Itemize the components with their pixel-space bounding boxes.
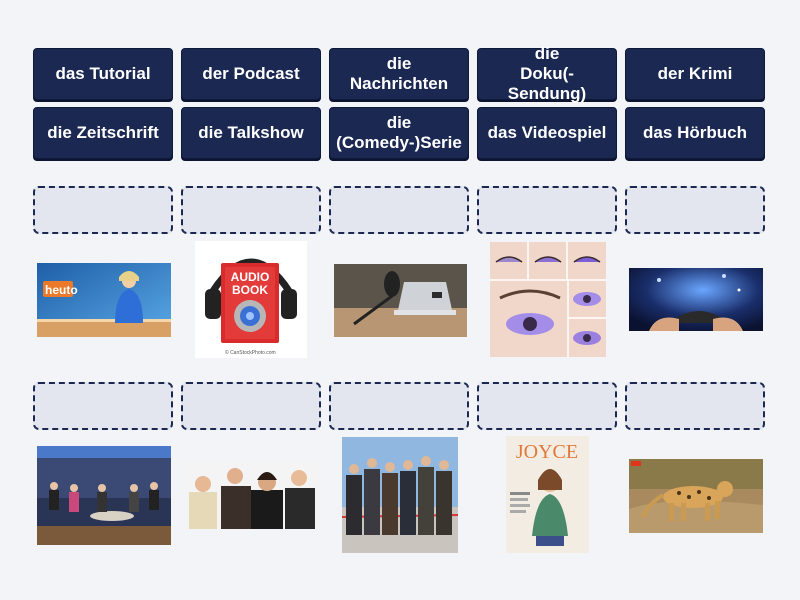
tile-die-zeitschrift[interactable]: die Zeitschrift xyxy=(33,107,173,159)
tile-die-talkshow[interactable]: die Talkshow xyxy=(181,107,321,159)
drop-slot-5[interactable] xyxy=(625,186,765,234)
tile-das-tutorial[interactable]: das Tutorial xyxy=(33,48,173,100)
audiobook-title-2: BOOK xyxy=(232,283,268,297)
drop-slot-6[interactable] xyxy=(33,382,173,430)
podcast-microphone-image xyxy=(334,264,467,337)
tile-label: der Podcast xyxy=(202,64,300,83)
drop-slot-1[interactable] xyxy=(33,186,173,234)
drop-slot-9[interactable] xyxy=(477,382,617,430)
tile-label: die Zeitschrift xyxy=(47,123,159,142)
videogame-controller-image xyxy=(629,268,763,331)
tile-label: das Videospiel xyxy=(487,123,607,142)
comedy-series-cast-image xyxy=(185,462,319,529)
tile-das-videospiel[interactable]: das Videospiel xyxy=(477,107,617,159)
documentary-leopard-image xyxy=(629,459,763,533)
drop-slot-10[interactable] xyxy=(625,382,765,430)
crime-investigators-image xyxy=(342,437,458,553)
audiobook-image: AUDIO BOOK © CanStockPhoto.com xyxy=(195,241,307,358)
tile-die-doku-sendung[interactable]: die Doku(-Sendung) xyxy=(477,44,617,103)
audiobook-credit: © CanStockPhoto.com xyxy=(225,349,276,356)
tile-das-hoerbuch[interactable]: das Hörbuch xyxy=(625,107,765,159)
drop-slot-4[interactable] xyxy=(477,186,617,234)
tile-label: die Nachrichten xyxy=(349,54,449,93)
tile-der-krimi[interactable]: der Krimi xyxy=(625,48,765,100)
drop-slot-2[interactable] xyxy=(181,186,321,234)
drop-slot-8[interactable] xyxy=(329,382,469,430)
news-logo-text: heuto xyxy=(45,283,78,297)
makeup-tutorial-image xyxy=(490,242,606,357)
drop-slot-3[interactable] xyxy=(329,186,469,234)
tile-label: die Talkshow xyxy=(198,123,304,142)
tile-der-podcast[interactable]: der Podcast xyxy=(181,48,321,100)
tile-label: das Tutorial xyxy=(55,64,151,83)
tile-die-comedy-serie[interactable]: die (Comedy-)Serie xyxy=(329,107,469,159)
talkshow-studio-image xyxy=(37,446,171,545)
magazine-title: JOYCE xyxy=(516,441,578,463)
magazine-cover-image: JOYCE xyxy=(506,436,589,553)
drop-slot-7[interactable] xyxy=(181,382,321,430)
news-broadcast-image: heuto xyxy=(37,263,171,337)
tile-die-nachrichten[interactable]: die Nachrichten xyxy=(329,48,469,100)
audiobook-title-1: AUDIO xyxy=(231,270,270,284)
tile-label: das Hörbuch xyxy=(643,123,747,142)
tile-label: die Doku(-Sendung) xyxy=(507,44,587,103)
tile-label: die (Comedy-)Serie xyxy=(336,113,462,152)
tile-label: der Krimi xyxy=(657,64,733,83)
